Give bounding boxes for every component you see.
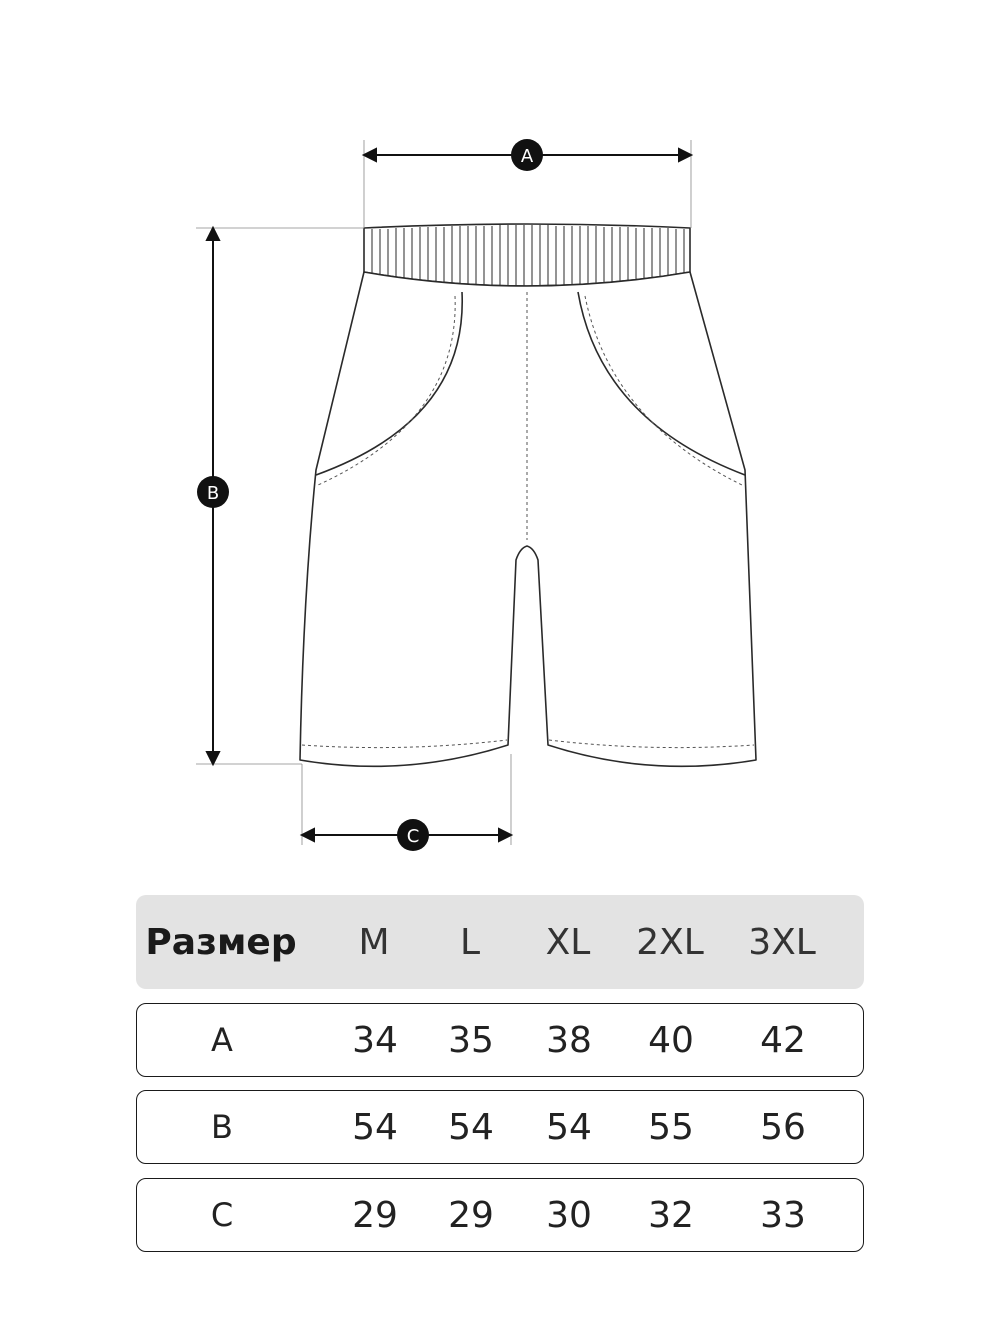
- table-cell: 54: [546, 1106, 592, 1148]
- size-header-3xl: 3XL: [748, 921, 816, 963]
- table-cell: 42: [760, 1019, 806, 1061]
- marker-b-label: B: [207, 483, 219, 504]
- shorts-body: [299, 271, 757, 768]
- table-cell: 40: [648, 1019, 694, 1061]
- size-header-2xl: 2XL: [636, 921, 704, 963]
- row-label: A: [211, 1021, 233, 1059]
- table-cell: 29: [352, 1194, 398, 1236]
- marker-c-label: C: [407, 826, 420, 847]
- table-cell: 32: [648, 1194, 694, 1236]
- size-row-a: A 34 35 38 40 42: [136, 1003, 864, 1077]
- table-cell: 38: [546, 1019, 592, 1061]
- size-row-c: C 29 29 30 32 33: [136, 1178, 864, 1252]
- marker-a-label: A: [521, 146, 534, 167]
- size-header-m: M: [358, 921, 390, 963]
- row-label: C: [210, 1196, 234, 1234]
- size-header-xl: XL: [545, 921, 591, 963]
- table-cell: 56: [760, 1106, 806, 1148]
- table-cell: 33: [760, 1194, 806, 1236]
- right-pocket: [577, 291, 746, 476]
- shorts-measurement-diagram: A B C: [196, 139, 757, 851]
- table-cell: 54: [352, 1106, 398, 1148]
- waistband-ribbing: [371, 225, 685, 288]
- marker-c: C: [397, 819, 429, 851]
- table-cell: 55: [648, 1106, 694, 1148]
- shorts-illustration: [299, 223, 757, 768]
- table-cell: 29: [448, 1194, 494, 1236]
- table-cell: 30: [546, 1194, 592, 1236]
- table-cell: 54: [448, 1106, 494, 1148]
- size-row-b: B 54 54 54 55 56: [136, 1090, 864, 1164]
- marker-a: A: [511, 139, 543, 171]
- waistband: [363, 223, 691, 287]
- marker-b: B: [197, 476, 229, 508]
- left-pocket: [315, 291, 463, 476]
- size-header-l: L: [459, 921, 481, 963]
- size-table-header: Размер M L XL 2XL 3XL: [136, 895, 864, 989]
- table-cell: 34: [352, 1019, 398, 1061]
- row-label: B: [211, 1108, 233, 1146]
- stitching: [301, 292, 755, 749]
- size-header-label: Размер: [145, 921, 297, 963]
- table-cell: 35: [448, 1019, 494, 1061]
